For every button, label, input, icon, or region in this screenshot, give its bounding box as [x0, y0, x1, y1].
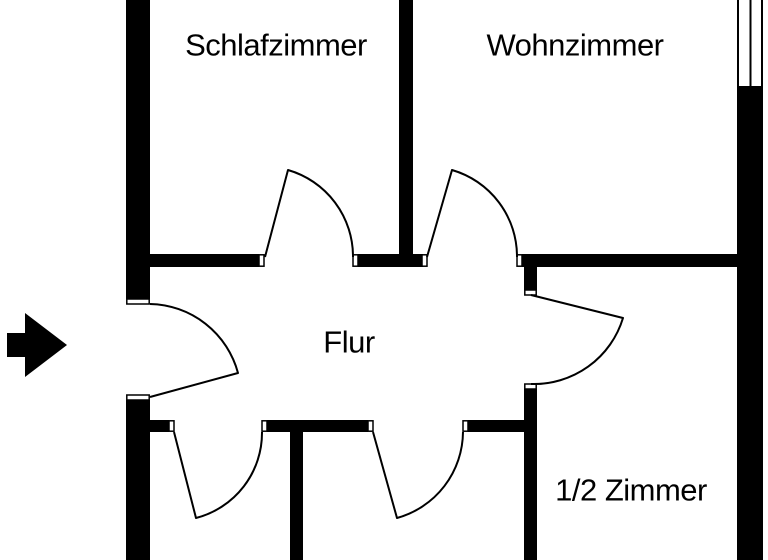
- jamb-halfzimmer-bottom: [524, 383, 537, 390]
- wall-flur-top-middle-segment: [358, 254, 423, 267]
- wall-flur-top-left-segment: [126, 254, 259, 267]
- jamb-bottom-middle-room-left: [367, 420, 374, 432]
- wall-bottom-rooms-divider: [290, 420, 303, 560]
- schlafzimmer-door: [264, 169, 355, 258]
- jamb-entrance-top: [126, 298, 150, 305]
- jamb-bottom-left-room-left: [168, 420, 175, 432]
- jamb-wohnzimmer-left: [421, 254, 428, 267]
- wall-flur-right-lower-segment: [524, 389, 537, 560]
- jamb-entrance-bottom: [126, 394, 150, 401]
- jamb-halfzimmer-top: [524, 289, 537, 296]
- wall-flur-bottom-middle-segment: [267, 420, 368, 432]
- room-label-wohnzimmer: Wohnzimmer: [486, 27, 664, 63]
- exterior-wall-left-lower: [126, 400, 150, 560]
- room-label-half-zimmer: 1/2 Zimmer: [555, 472, 707, 508]
- doors: [149, 169, 624, 519]
- wall-flur-right-upper-segment: [524, 254, 537, 290]
- jamb-bottom-middle-room-right: [462, 420, 469, 432]
- jamb-schlafzimmer-right: [352, 254, 359, 267]
- room-label-flur: Flur: [323, 324, 375, 360]
- wohnzimmer-door: [426, 169, 519, 258]
- entrance-arrow-icon: [7, 313, 67, 377]
- bottom-left-room-door: [173, 431, 264, 519]
- window-icon: [737, 0, 763, 87]
- jamb-wohnzimmer-right: [516, 254, 523, 267]
- entrance-door: [149, 303, 239, 398]
- door-jambs: [126, 254, 537, 432]
- jamb-bottom-left-room-right: [261, 420, 268, 432]
- half-zimmer-door: [530, 294, 624, 386]
- wall-flur-bottom-right-segment: [468, 420, 537, 432]
- wall-flur-bottom-left-segment: [150, 420, 169, 432]
- walls: [126, 0, 763, 560]
- exterior-wall-left-upper: [126, 0, 150, 299]
- wall-schlafzimmer-wohnzimmer-divider: [399, 0, 413, 254]
- jamb-schlafzimmer-left: [258, 254, 265, 267]
- wall-flur-top-right-segment: [522, 254, 763, 267]
- room-label-schlafzimmer: Schlafzimmer: [185, 27, 367, 63]
- bottom-middle-room-door: [372, 431, 464, 519]
- exterior-wall-right: [737, 86, 763, 560]
